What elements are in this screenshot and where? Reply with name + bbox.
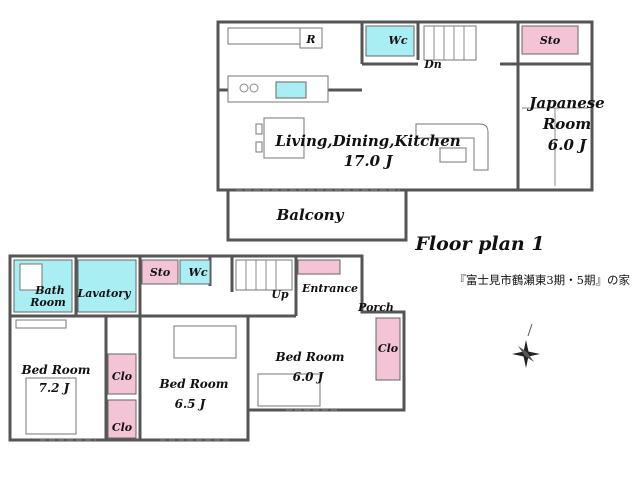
bath-label-1: Bath (34, 284, 65, 297)
upper-sto (521, 25, 579, 55)
japanese-room-label-1: Japanese (526, 94, 604, 112)
japanese-room-size: 6.0 J (548, 136, 587, 154)
kitchen-sink (275, 81, 307, 99)
shoe-cabinet (297, 259, 341, 275)
stairs-down-label: Dn (423, 58, 442, 71)
upper-stairs (423, 25, 477, 61)
ldk-size: 17.0 J (344, 152, 394, 170)
entrance-label: Entrance (301, 282, 358, 295)
upper-wc (365, 25, 415, 57)
closet-1-label: Clo (112, 370, 132, 383)
balcony-label: Balcony (276, 206, 345, 224)
lavatory (77, 259, 137, 313)
closet-3 (375, 317, 401, 381)
porch-label: Porch (357, 301, 394, 314)
refrigerator-label: R (305, 33, 315, 46)
stairs-up-label: Up (271, 288, 289, 301)
lower-wc-label: Wc (188, 266, 207, 279)
plan-subtitle: 『富士見市鶴瀬東3期・5期』の家 (454, 273, 630, 287)
upper-wc-label: Wc (388, 34, 407, 47)
plan-title: Floor plan 1 (414, 233, 544, 255)
lavatory-label: Lavatory (77, 287, 133, 300)
bedroom-3-size: 6.0 J (293, 370, 325, 384)
closet-3-label: Clo (378, 342, 398, 355)
ldk-label: Living,Dining,Kitchen (274, 132, 460, 150)
bath-label-2: Room (29, 296, 65, 309)
closet-2 (107, 399, 137, 439)
lower-sto-label: Sto (150, 266, 170, 279)
upper-floor (216, 20, 594, 242)
closet-2-label: Clo (112, 421, 132, 434)
lower-floor (8, 254, 406, 442)
bedroom-3-label: Bed Room (274, 350, 344, 364)
lower-sto (141, 259, 179, 285)
lower-stairs (235, 259, 293, 291)
closet-1 (107, 353, 137, 395)
balcony (226, 188, 408, 242)
bedroom-2-size: 6.5 J (175, 397, 207, 411)
bedroom-1-size: 7.2 J (39, 381, 71, 395)
bedroom-2-label: Bed Room (158, 377, 228, 391)
bedroom-1-label: Bed Room (20, 363, 90, 377)
lower-wc (179, 259, 211, 285)
upper-sto-label: Sto (540, 34, 560, 47)
compass-icon (512, 323, 540, 368)
japanese-room-label-2: Room (542, 115, 591, 133)
